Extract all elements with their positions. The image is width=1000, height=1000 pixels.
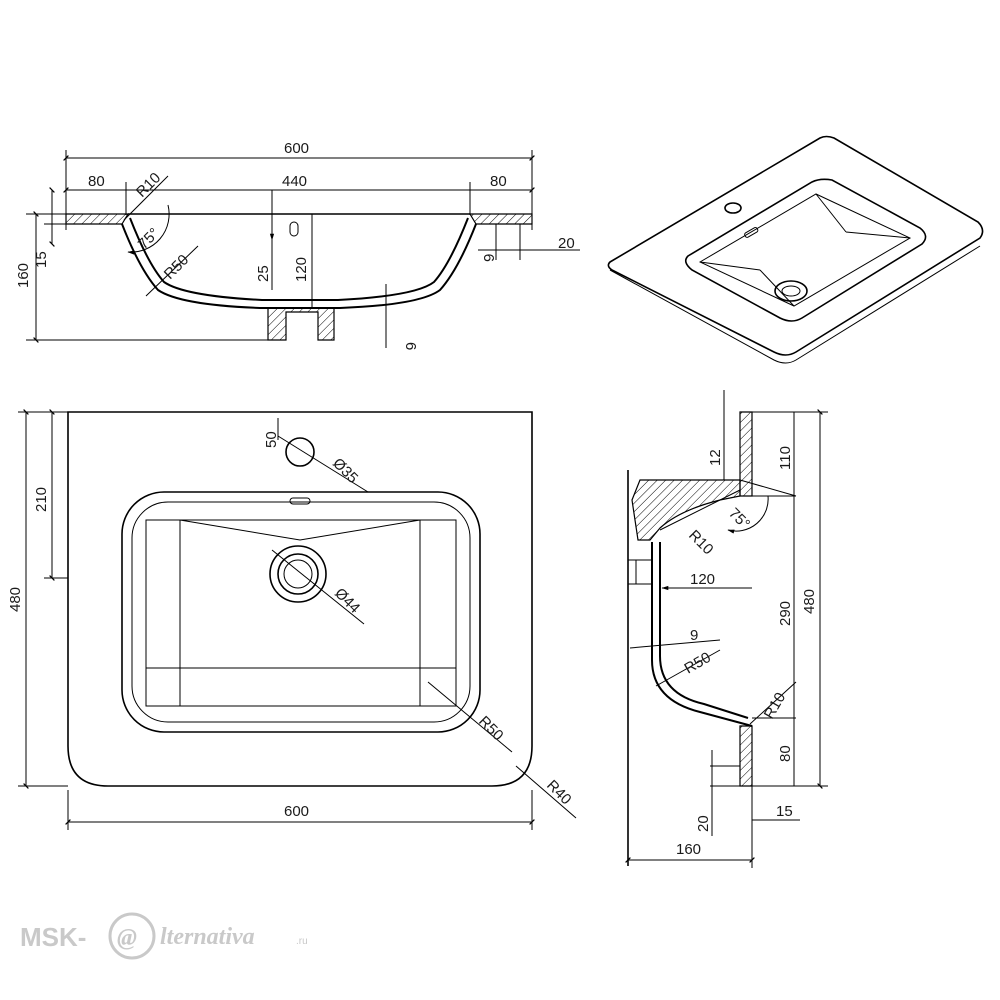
dim-plan-width: 600 — [284, 803, 309, 820]
watermark-logo: MSK- @ lternativa .ru — [20, 912, 308, 960]
label-side-radius-top: R10 — [685, 527, 716, 558]
dim-left-rim: 80 — [88, 173, 105, 190]
label-side-radius-bottom: R50 — [682, 649, 714, 677]
dim-side-depth: 120 — [690, 571, 715, 588]
dim-inner-width: 440 — [282, 173, 307, 190]
dim-wall: 6 — [402, 342, 419, 350]
label-angle: 75° — [135, 225, 163, 253]
dim-overflow-height: 25 — [255, 265, 272, 282]
label-drain-hole: Ø44 — [331, 585, 363, 617]
dim-front-thickness: 15 — [776, 803, 793, 820]
dim-front: 80 — [777, 745, 794, 762]
label-bowl-radius: R50 — [475, 713, 506, 744]
dim-tap-edge: 50 — [263, 431, 280, 448]
label-side-radius-front: R10 — [761, 690, 789, 722]
plan-view: Ø35 50 Ø44 R50 R40 480 210 600 — [7, 409, 577, 830]
dim-side-wall: 9 — [690, 627, 698, 644]
watermark-domain-suffix: .ru — [296, 936, 308, 947]
dim-tap-offset: 210 — [33, 487, 50, 512]
label-tap-hole: Ø35 — [329, 455, 361, 487]
label-radius-top: R10 — [133, 169, 164, 200]
dim-rim-top: 12 — [707, 449, 724, 466]
dim-side-total-depth: 480 — [801, 589, 818, 614]
dim-edge-a: 9 — [481, 254, 498, 262]
dim-rear: 110 — [777, 446, 794, 470]
dim-front-drop: 20 — [695, 815, 712, 832]
dim-inner-depth: 290 — [777, 601, 794, 626]
dim-edge-b: 20 — [558, 235, 575, 252]
dim-rim-thickness: 15 — [33, 251, 50, 268]
dim-plan-depth: 480 — [7, 587, 24, 612]
label-corner-radius: R40 — [543, 777, 574, 808]
dim-right-rim: 80 — [490, 173, 507, 190]
side-section-view: 160 480 110 290 80 12 75° R10 120 9 R50 … — [625, 390, 828, 868]
watermark-brand-right: lternativa — [160, 924, 255, 950]
perspective-view — [607, 135, 984, 364]
watermark-brand-mark: @ — [117, 925, 137, 951]
dim-width-total: 600 — [284, 140, 309, 157]
dim-total-height: 160 — [15, 263, 32, 288]
watermark-brand-left: MSK- — [20, 922, 86, 952]
dim-side-total-height: 160 — [676, 841, 701, 858]
front-section-view: 600 80 440 80 160 15 R10 75° R50 — [15, 140, 580, 350]
dim-depth: 120 — [293, 257, 310, 282]
